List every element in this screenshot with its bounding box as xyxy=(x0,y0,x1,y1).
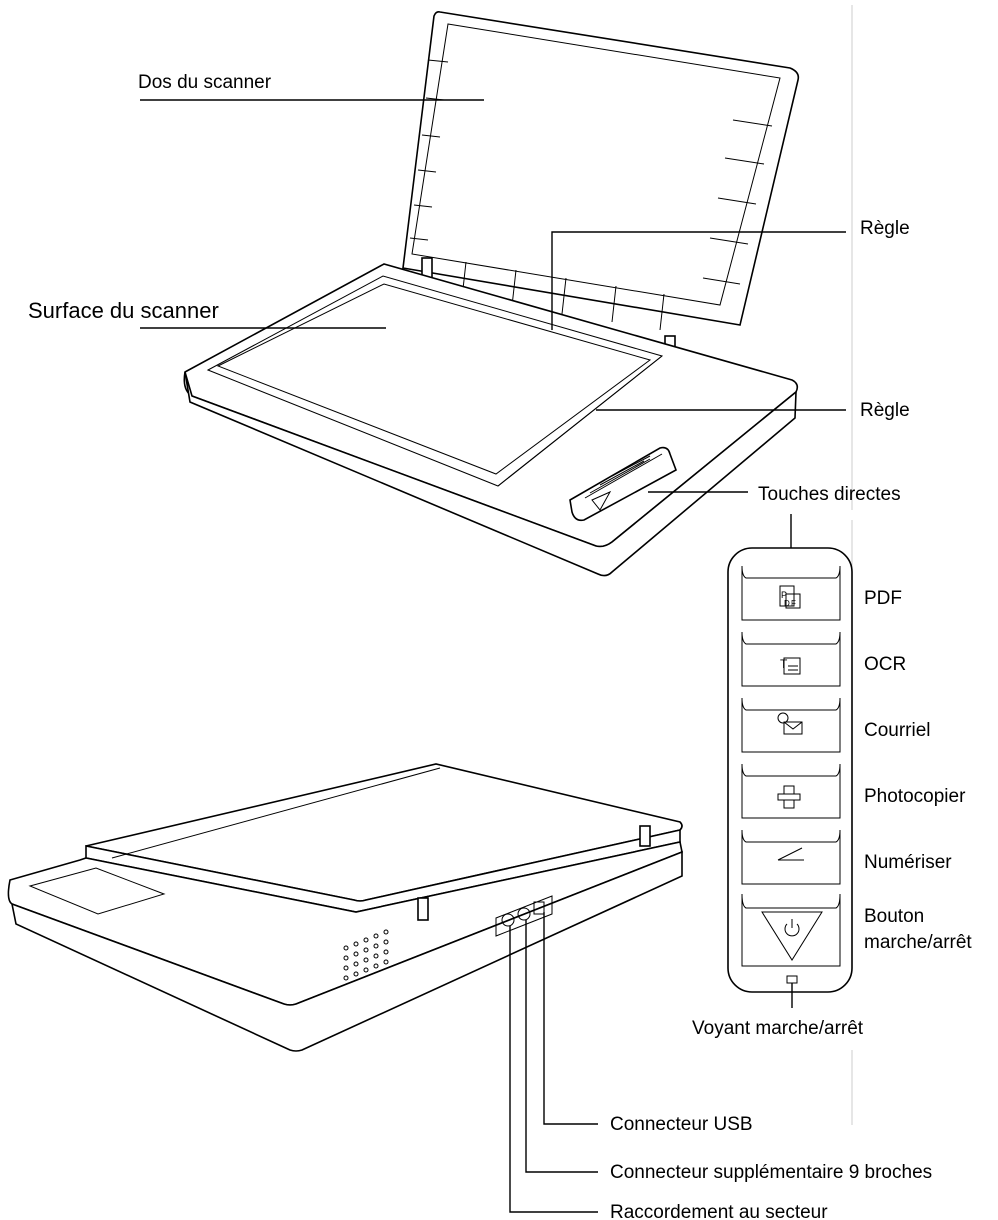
closed-hinge-right xyxy=(639,825,651,847)
leader-regle-1 xyxy=(551,231,846,330)
lid-ribs-left xyxy=(409,59,449,241)
svg-text:P: P xyxy=(781,590,787,600)
power-triangle xyxy=(761,911,823,961)
pdf-button-drawing: P D F xyxy=(741,565,841,621)
ruler-line xyxy=(497,355,663,487)
label-raccordement-secteur: Raccordement au secteur xyxy=(610,1202,828,1220)
power-button-drawing xyxy=(741,893,841,967)
email-icon xyxy=(777,712,803,735)
label-photocopier: Photocopier xyxy=(864,786,966,807)
scanner-open-illustration xyxy=(183,11,800,577)
label-surface-du-scanner: Surface du scanner xyxy=(28,298,219,323)
scanner-lid xyxy=(402,11,800,326)
scanner-base-side xyxy=(184,371,797,577)
label-connecteur-9-broches: Connecteur supplémentaire 9 broches xyxy=(610,1162,932,1183)
leader-9pin xyxy=(525,920,598,1173)
label-connecteur-usb: Connecteur USB xyxy=(610,1114,753,1135)
mini-button-panel xyxy=(569,446,677,522)
label-marche-arret: marche/arrêt xyxy=(864,932,972,953)
label-regle-1: Règle xyxy=(860,218,910,239)
pdf-icon: P D F xyxy=(779,585,801,609)
9pin-port xyxy=(517,907,531,921)
closed-front-panel xyxy=(28,867,166,915)
scanner-lid-inner xyxy=(411,23,781,306)
closed-lid-ruler xyxy=(111,767,441,859)
scanner-closed-illustration xyxy=(7,763,683,1052)
power-icon xyxy=(784,919,800,937)
svg-text:D: D xyxy=(784,599,790,608)
label-dos-du-scanner: Dos du scanner xyxy=(138,72,272,93)
photocopy-button-drawing xyxy=(741,763,841,819)
lid-ribs-right xyxy=(702,119,773,285)
leader-usb xyxy=(543,912,598,1125)
button-panel-outline xyxy=(727,547,853,993)
svg-text:F: F xyxy=(791,599,796,608)
label-numeriser: Numériser xyxy=(864,852,952,873)
scan-icon xyxy=(777,847,804,861)
label-ocr: OCR xyxy=(864,654,906,675)
closed-hinge-left xyxy=(417,897,429,921)
photocopy-icon xyxy=(777,785,801,809)
label-voyant: Voyant marche/arrêt xyxy=(692,1018,864,1039)
label-pdf: PDF xyxy=(864,588,902,609)
button-panel-zoom: P D F T xyxy=(727,547,853,993)
scan-button-drawing xyxy=(741,829,841,885)
email-button-drawing xyxy=(741,697,841,753)
connector-ports xyxy=(495,895,553,937)
ocr-button-drawing: T xyxy=(741,631,841,687)
vent-holes xyxy=(343,929,389,981)
leader-secteur xyxy=(509,926,598,1213)
label-regle-2: Règle xyxy=(860,400,910,421)
label-bouton: Bouton xyxy=(864,906,924,927)
ocr-text-icon: T xyxy=(780,657,801,675)
label-courriel: Courriel xyxy=(864,720,931,741)
usb-port xyxy=(533,901,545,915)
svg-text:T: T xyxy=(780,657,788,671)
closed-base-side xyxy=(10,850,683,1052)
label-touches-directes: Touches directes xyxy=(758,484,901,505)
power-port xyxy=(501,913,515,927)
scanner-glass xyxy=(216,283,652,475)
